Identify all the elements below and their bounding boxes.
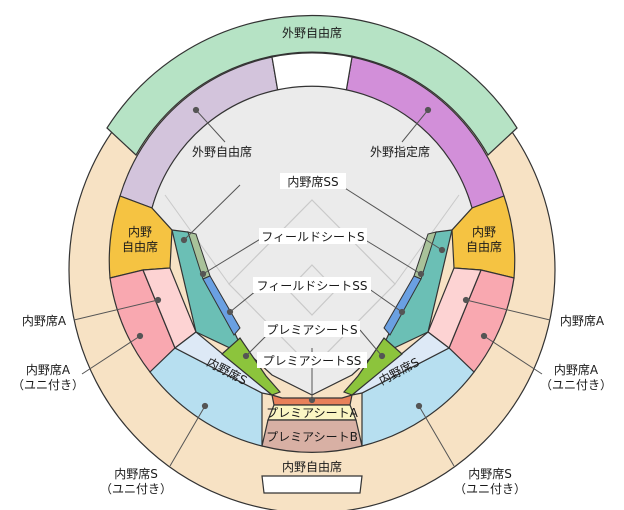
section-premier-s-right[interactable] (342, 337, 403, 396)
label-bg-infield-ss (280, 173, 346, 189)
label-infield-a-uni-right-2: （ユニ付き） (540, 378, 612, 392)
section-outfield-free-top[interactable] (106, 14, 518, 156)
section-infield-free-right[interactable] (451, 195, 516, 279)
label-infield-free-left-1: 内野 (128, 225, 152, 239)
bottom-gap (261, 475, 363, 494)
label-field-seat-ss: フィールドシートSS (257, 279, 368, 293)
label-infield-free-bottom: 内野自由席 (282, 459, 342, 474)
label-infield-s-uni-right-2: （ユニ付き） (454, 482, 526, 496)
label-bg-premier-s (264, 321, 360, 337)
label-infield-s-uni-left-1: 内野席S (114, 466, 158, 481)
label-premier-a: プレミアシートA (266, 406, 359, 420)
label-bg-field-seat-ss (253, 277, 371, 293)
label-premier-s: プレミアシートS (266, 323, 357, 337)
label-outfield-free-left: 外野自由席 (192, 144, 252, 159)
section-infield-free-left[interactable] (108, 195, 173, 279)
label-premier-b: プレミアシートB (266, 430, 358, 444)
label-infield-a-uni-left-2: （ユニ付き） (12, 378, 84, 392)
label-infield-free-right-1: 内野 (472, 225, 496, 239)
labels: 外野自由席 外野自由席 外野指定席 内野 自由席 内野 自由席 内野席SS フィ… (12, 25, 612, 496)
section-infield-s-uni-right[interactable] (361, 347, 475, 447)
label-infield-s-uni-left-2: （ユニ付き） (100, 482, 172, 496)
label-bg-premier-ss (257, 352, 367, 368)
section-infield-s-uni-left[interactable] (149, 347, 263, 447)
label-infield-a-left: 内野席A (22, 313, 67, 328)
label-infield-a-uni-right-1: 内野席A (554, 362, 599, 377)
label-infield-free-right-2: 自由席 (466, 239, 502, 254)
label-field-seat-s: フィールドシートS (261, 230, 364, 244)
label-outfield-free-top: 外野自由席 (282, 25, 342, 40)
label-premier-ss: プレミアシートSS (263, 354, 362, 368)
section-premier-s-left[interactable] (221, 337, 282, 396)
label-infield-ss: 内野席SS (287, 174, 338, 189)
section-field-seat-ss-left[interactable] (202, 275, 241, 336)
label-infield-s-uni-right-1: 内野席S (468, 466, 512, 481)
leader-lines (73, 106, 551, 467)
label-infield-a-uni-left-1: 内野席A (26, 362, 71, 377)
section-field-seat-ss-right[interactable] (383, 275, 422, 336)
label-infield-free-left-2: 自由席 (122, 239, 158, 254)
label-bg-field-seat-s (259, 228, 367, 244)
label-infield-a-right: 内野席A (560, 313, 605, 328)
label-outfield-reserved: 外野指定席 (370, 144, 430, 159)
section-premier-b[interactable] (261, 419, 363, 453)
